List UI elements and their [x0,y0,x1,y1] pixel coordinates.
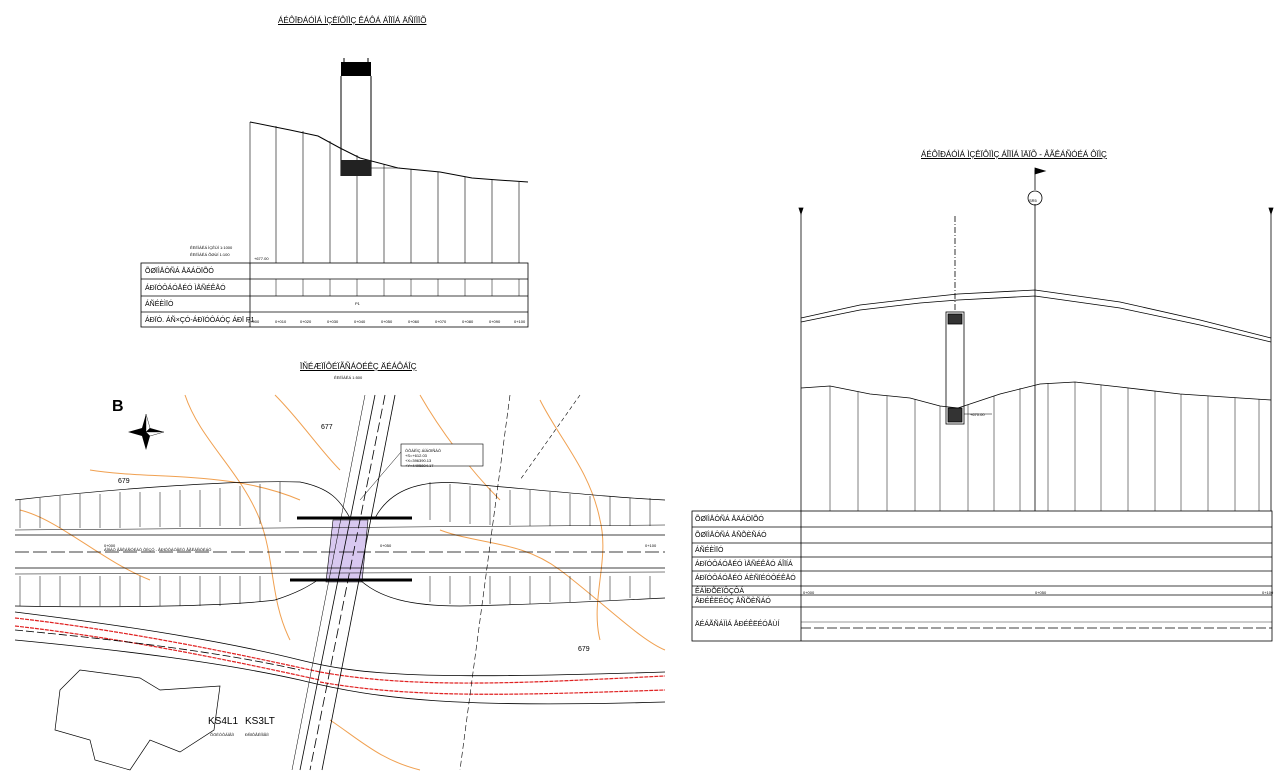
cross-verticals [829,382,1260,511]
left-row-cumulative: ÁÐÏÓ. ÁÑ×ÇÓ-ÁÐÏÓÔÁÓÇ ÁÐÏ P1 [145,317,255,324]
scale-legend-heights: ÊËÉÌÁÊÁ ÕØÙÍ 1:100 [190,252,230,257]
chainage-3: 0+030 [327,319,339,324]
left-row-ground-level: ÕØÏÌÅÔÑÁ ÅÄÁÖÏÕÓ [145,268,214,275]
building-outline [54,669,221,771]
callout-line-2: +S=+612.03 [405,453,427,458]
right-row-cumulative: ÁÐÏÓÔÁÓÅÉÓ ÁÈÑÏÉÓÔÉÊÅÓ [695,575,796,582]
chainage-2: 0+020 [300,319,312,324]
left-table-grid [140,262,529,328]
chainage-4: 0+040 [354,319,366,324]
contour-lines [19,394,666,771]
contour-label-1: 677 [321,424,333,431]
left-row-partial-distances: ÁÐÏÓÔÁÓÅÉÓ ÌÅÑÉÊÅÓ [145,285,226,292]
right-row-grade: ÅÐÉÊËÉÓÇ ÅÑÕÈÑÁÓ [695,598,771,605]
chainage-1: 0+010 [275,319,287,324]
contour-label-3: 679 [578,646,590,653]
chainage-8: 0+080 [462,319,474,324]
chainage-9: 0+090 [489,319,501,324]
right-row-curvature: ÊÁÌÐÕËÏÔÇÔÁ [695,588,745,595]
profile-verticals [249,122,520,263]
cross-profile-title: ÁÉÔÏÐÁÓÌÁ ÌÇÊÏÔÏÌÇ ÁÎÏÍÁ ÏÄÏÕ - ÅÃÊÁÑÓÉÁ… [921,150,1107,159]
right-row-partial: ÁÐÏÓÔÁÓÅÉÓ ÌÅÑÉÊÅÓ ÁÎÏÍÁ [695,561,793,568]
chainage-6: 0+060 [408,319,420,324]
plan-scale: ÊËÉÌÁÊÁ 1:500 [334,375,363,380]
plan-view [14,394,666,771]
chainage-7: 0+070 [435,319,447,324]
right-chainage-0: 0+000 [803,590,815,595]
plan-chainage-mid: 0+050 [380,543,392,548]
longitudinal-profile-title: ÁÉÔÏÐÁÓÌÁ ÌÇÊÏÔÏÌÇ ÊÁÔÁ ÁÎÏÍÁ ÄÑÏÌÏÕ [278,16,427,25]
road-label-ks4l1: KS4L1 [208,716,239,727]
contour-label-2: 679 [118,478,130,485]
left-row-number: ÁÑÉÈÌÏÓ [145,301,174,308]
cross-profile [798,167,1274,511]
callout-line-4: +Y=4495804.17 [405,463,434,468]
legend-proposed: ÐÑÏÔÅÉÍÏÌÅÍÏ [245,732,269,737]
right-table-grid [691,510,1273,642]
boundary-lines [14,617,666,695]
road-name-label: ÁÎÏÍÁÓ ÅÃÊÁÑÓÉÁÓ ÔÏÌÇÓ - ÅÐÏÓÔÁÓÅÉÓ ÅÃÊÁ… [104,547,212,552]
road-label-ks3lt: KS3LT [245,716,275,727]
embankment-hatch [19,482,651,606]
callout-line-3: +X=396390.13 [405,458,432,463]
point-label: P1 [355,301,360,306]
right-row-red-level: ÕØÏÌÅÔÑÁ ÅÑÕÈÑÁÓ [695,532,767,539]
shaft-symbol [340,58,400,176]
right-row-diagram: ÄÉÁÃÑÁÌÌÁ ÅÐÉÊËÉÓÅÙÍ [695,621,780,628]
callout-line-1: ÓÔÁÈÌÇ ÁÍÁÖÏÑÁÓ [405,448,442,453]
chainage-5: 0+050 [381,319,393,324]
chainage-10: 0+100 [514,319,526,324]
plan-chainage-end: 0+100 [645,543,657,548]
plan-view-title: ÏÑÉÆÏÍÔÉÏÃÑÁÖÉÊÇ ÄÉÁÔÁÎÇ [300,362,417,371]
plan-chainage-start: 0+000 [104,543,116,548]
road-lines [14,394,666,771]
node-label: SR5 [1029,198,1037,203]
north-arrow [128,413,165,450]
reference-level: +677.00 [254,256,269,261]
cross-ref-level: +670.00 [970,412,985,417]
right-chainage-1: 0+050 [1035,590,1047,595]
right-row-number: ÁÑÉÈÌÏÓ [695,547,724,554]
scale-legend-lengths: ÊËÉÌÁÊÁ ÌÇÊÙÍ 1:1000 [190,245,233,250]
right-row-ground: ÕØÏÌÅÔÑÁ ÅÄÁÖÏÕÓ [695,516,764,523]
chainage-0: 0+000 [248,319,260,324]
right-chainage-2: 0+100 [1262,590,1274,595]
north-label: B [112,398,124,415]
legend-existing: ÕÖÉÓÔÁÌÅÍÏ [210,732,234,737]
